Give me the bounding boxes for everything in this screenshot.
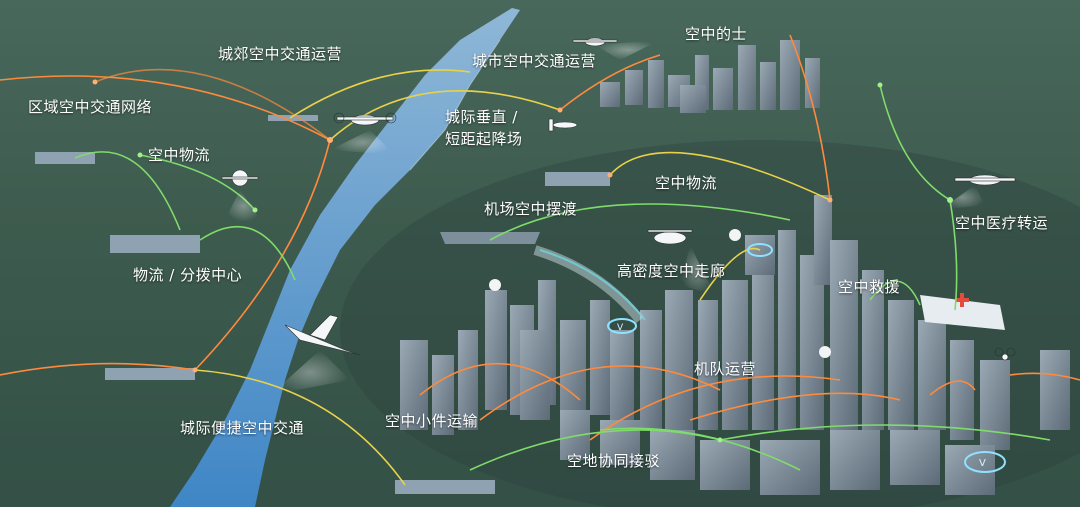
label-regional-air-network: 区域空中交通网络 bbox=[28, 98, 153, 116]
vertiports: V V bbox=[607, 243, 1006, 473]
svg-text:V: V bbox=[979, 458, 986, 469]
label-air-logistics-left: 空中物流 bbox=[148, 146, 211, 164]
urban-skyline-top bbox=[600, 40, 820, 113]
aircraft bbox=[221, 37, 1016, 361]
label-urban-air-ops: 城市空中交通运营 bbox=[472, 52, 597, 70]
label-air-rescue: 空中救援 bbox=[838, 278, 901, 296]
label-fleet-ops: 机队运营 bbox=[694, 360, 757, 378]
label-air-taxi: 空中的士 bbox=[685, 25, 748, 43]
label-air-logistics-mid: 空中物流 bbox=[655, 174, 718, 192]
label-intercity-vtol: 城际垂直 / bbox=[445, 108, 518, 126]
facilities bbox=[35, 115, 1005, 494]
label-air-ground: 空地协同接驳 bbox=[567, 452, 661, 470]
aircraft-beams bbox=[225, 40, 985, 395]
label-intercity-express: 城际便捷空中交通 bbox=[180, 419, 305, 437]
city-buildings bbox=[400, 195, 1070, 495]
label-suburban-air-ops: 城郊空中交通运营 bbox=[218, 45, 343, 63]
svg-text:V: V bbox=[617, 323, 624, 333]
river bbox=[170, 8, 520, 507]
label-stol-field: 短距起降场 bbox=[445, 130, 523, 148]
label-airport-shuttle: 机场空中摆渡 bbox=[484, 200, 578, 218]
radar-domes bbox=[489, 229, 831, 358]
label-small-parcel: 空中小件运输 bbox=[385, 412, 479, 430]
label-high-density-corridor: 高密度空中走廊 bbox=[617, 262, 726, 280]
label-logistics-hub: 物流 / 分拨中心 bbox=[133, 266, 243, 284]
sky-corridor bbox=[533, 245, 644, 324]
label-medical-transfer: 空中医疗转运 bbox=[955, 214, 1049, 232]
